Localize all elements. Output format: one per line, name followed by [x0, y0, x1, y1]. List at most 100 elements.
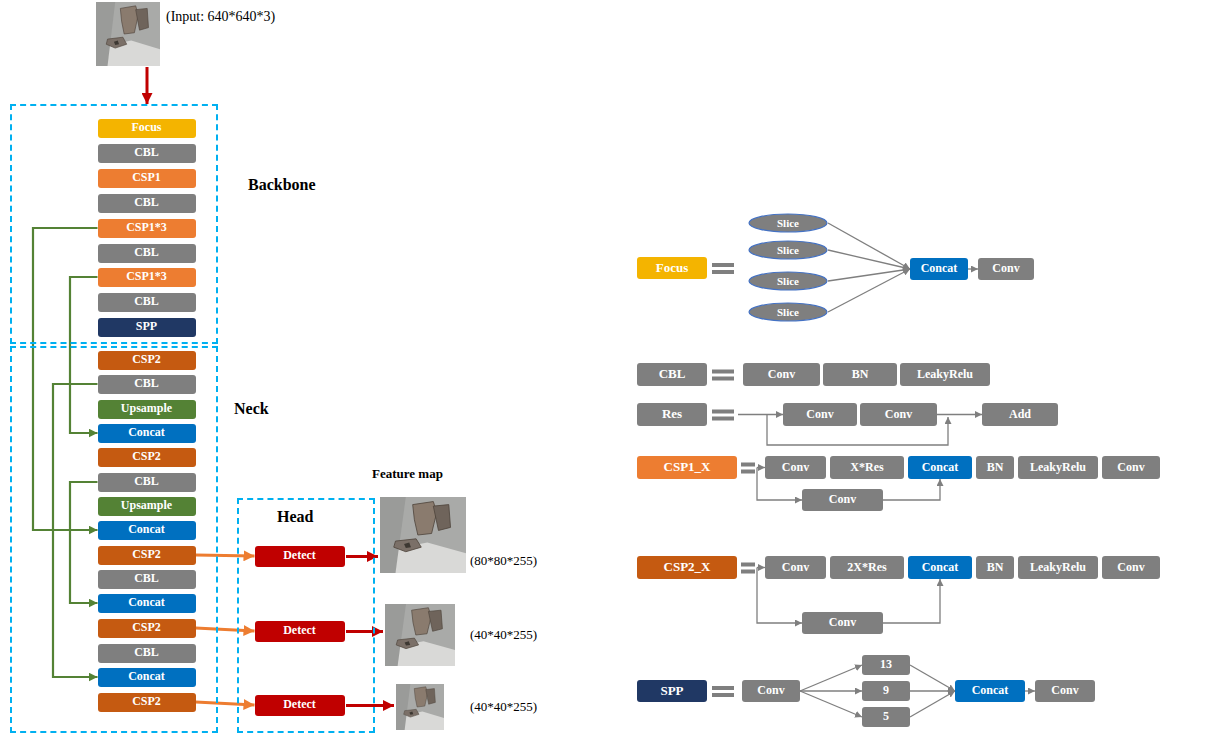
feature-map-photo	[380, 497, 466, 573]
module-label: CBL	[134, 246, 159, 259]
module-label: Concat	[128, 670, 165, 683]
module-box: CBL	[98, 293, 196, 312]
equals-bar	[712, 370, 734, 374]
module-box: CBL	[98, 194, 196, 213]
equals-bar	[741, 463, 755, 467]
module-label: CBL	[134, 146, 159, 159]
section-heading: Backbone	[248, 176, 316, 194]
connector	[910, 665, 955, 691]
equals-bar	[712, 693, 734, 697]
input-wire	[738, 414, 783, 415]
module-box: CBL	[98, 473, 196, 492]
connector	[800, 691, 862, 717]
module-box: LeakyRelu	[1018, 456, 1098, 479]
feature-map-size: (40*40*255)	[470, 628, 537, 643]
output-arrow	[346, 704, 394, 707]
slice-outline	[748, 271, 828, 291]
module-box: CSP2	[98, 351, 196, 370]
module-label: CBL	[134, 572, 159, 585]
slice-ellipse: Slice	[748, 240, 828, 260]
connector	[70, 482, 98, 603]
module-label: Detect	[283, 549, 316, 562]
module-box: Focus	[98, 119, 196, 138]
module-label: Conv	[782, 461, 809, 474]
connector	[910, 691, 955, 717]
detect-box: Detect	[255, 621, 345, 642]
connector	[937, 414, 982, 415]
equals-bar	[741, 570, 755, 574]
module-label: BN	[852, 368, 869, 381]
module-box: LeakyRelu	[900, 363, 990, 386]
branch-wire	[757, 568, 802, 624]
head-frame: HeadDetectDetectDetect	[237, 498, 375, 733]
module-box: Conv	[802, 489, 883, 511]
connector	[800, 690, 862, 691]
section-heading: Head	[277, 508, 313, 526]
module-box: SPP	[98, 318, 196, 337]
backbone-frame: BackboneFocusCBLCSP1CBLCSP1*3CBLCSP1*3CB…	[10, 104, 218, 344]
module-box: Conv	[783, 403, 857, 426]
slice-ellipse: Slice	[748, 271, 828, 291]
output-arrow	[346, 630, 383, 633]
output-arrow	[346, 555, 378, 558]
module-label: CSP2	[132, 621, 161, 634]
module-label: Slice	[777, 306, 799, 318]
module-box: CSP1	[98, 169, 196, 188]
connector	[196, 628, 255, 631]
key-box: CSP1_X	[637, 456, 737, 479]
module-label: Conv	[768, 368, 795, 381]
module-label: Concat	[972, 684, 1009, 697]
module-label: Focus	[656, 261, 689, 275]
module-box: BN	[823, 363, 897, 386]
module-label: X*Res	[850, 461, 883, 474]
connector	[883, 579, 940, 623]
module-label: Concat	[922, 461, 959, 474]
connector	[1025, 690, 1035, 691]
feature-map-photo	[385, 604, 455, 666]
module-box: Upsample	[98, 400, 196, 419]
module-label: CBL	[659, 367, 686, 381]
kernel-box: 13	[862, 655, 910, 675]
neck-frame: NeckCSP2CBLUpsampleConcatCSP2CBLUpsample…	[10, 346, 218, 733]
module-box: CSP1*3	[98, 219, 196, 238]
module-label: Upsample	[121, 499, 172, 512]
equals-bar	[741, 470, 755, 474]
slice-outline	[748, 213, 828, 233]
module-box: CBL	[98, 570, 196, 589]
connector	[828, 250, 910, 269]
module-label: Upsample	[121, 402, 172, 415]
key-box: CSP2_X	[637, 556, 737, 579]
shortcut-wire	[767, 415, 948, 446]
module-label: CBL	[134, 377, 159, 390]
module-label: CSP2	[132, 450, 161, 463]
module-label: Conv	[806, 408, 833, 421]
module-label: Detect	[283, 624, 316, 637]
module-box: CBL	[98, 244, 196, 263]
module-box: CSP2	[98, 693, 196, 712]
module-box: CSP2	[98, 619, 196, 638]
module-label: Conv	[829, 493, 856, 506]
module-box: Conv	[743, 363, 820, 386]
module-label: Add	[1009, 408, 1031, 421]
module-label: Conv	[782, 561, 809, 574]
feature-map-size: (80*80*255)	[470, 554, 537, 569]
module-box: Concat	[98, 521, 196, 540]
slice-ellipse: Slice	[748, 213, 828, 233]
definition-wires	[738, 415, 948, 624]
module-label: Conv	[757, 684, 784, 697]
detect-box: Detect	[255, 546, 345, 567]
module-label: CBL	[134, 196, 159, 209]
equals-bar	[712, 377, 734, 381]
connector	[70, 277, 98, 433]
section-heading: Neck	[234, 400, 269, 418]
slice-ellipse: Slice	[748, 302, 828, 322]
module-label: Conv	[1117, 461, 1144, 474]
equals-bar	[712, 263, 734, 267]
connector	[968, 268, 978, 269]
slice-outline	[748, 302, 828, 322]
module-box: CSP2	[98, 546, 196, 565]
key-box: Focus	[637, 257, 707, 279]
module-label: CSP2	[132, 548, 161, 561]
kernel-box: 5	[862, 707, 910, 727]
